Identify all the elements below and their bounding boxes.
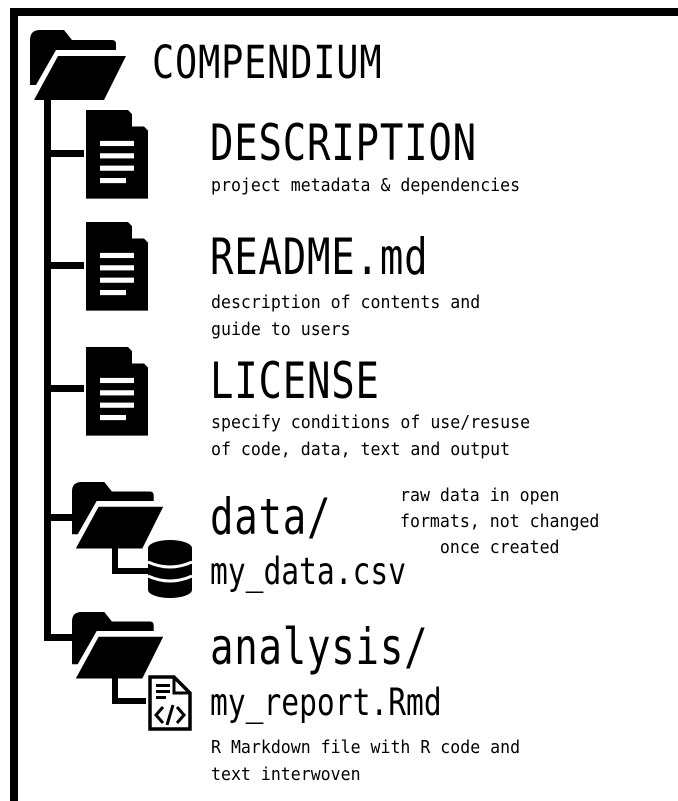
database-icon xyxy=(147,540,193,598)
branch-data xyxy=(44,514,80,521)
frame-left-border xyxy=(10,8,18,801)
item-desc-readme: description of contents and guide to use… xyxy=(211,292,481,340)
item-title-analysis: analysis/ xyxy=(210,618,429,676)
folder-open-icon xyxy=(72,612,164,679)
branch-analysis-file xyxy=(112,672,118,704)
document-icon xyxy=(86,347,148,436)
branch-analysis-file-h xyxy=(112,698,146,704)
item-desc-analysis: R Markdown file with R code and text int… xyxy=(211,737,521,785)
item-title-description: DESCRIPTION xyxy=(210,114,477,172)
tree-trunk xyxy=(44,86,51,641)
item-desc-license: specify conditions of use/resuse of code… xyxy=(211,412,531,460)
root-title: COMPENDIUM xyxy=(152,36,383,89)
frame-top-border xyxy=(10,8,678,16)
branch-license xyxy=(44,385,84,392)
item-title-data: data/ xyxy=(210,488,332,546)
branch-description xyxy=(44,150,84,157)
folder-open-icon xyxy=(72,482,164,549)
item-title-license: LICENSE xyxy=(210,352,380,410)
item-title-readme: README.md xyxy=(210,228,429,286)
item-note-data: raw data in open formats, not changed on… xyxy=(400,485,600,558)
branch-analysis xyxy=(44,634,80,641)
item-desc-description: project metadata & dependencies xyxy=(211,175,521,196)
document-icon xyxy=(86,222,148,311)
item-file-analysis: my_report.Rmd xyxy=(210,681,442,724)
branch-data-file xyxy=(112,544,118,574)
code-file-icon xyxy=(148,675,192,731)
branch-data-file-h xyxy=(112,568,148,574)
folder-open-icon xyxy=(30,30,126,100)
document-icon xyxy=(86,110,148,199)
item-file-data: my_data.csv xyxy=(210,550,407,593)
branch-readme xyxy=(44,262,84,269)
